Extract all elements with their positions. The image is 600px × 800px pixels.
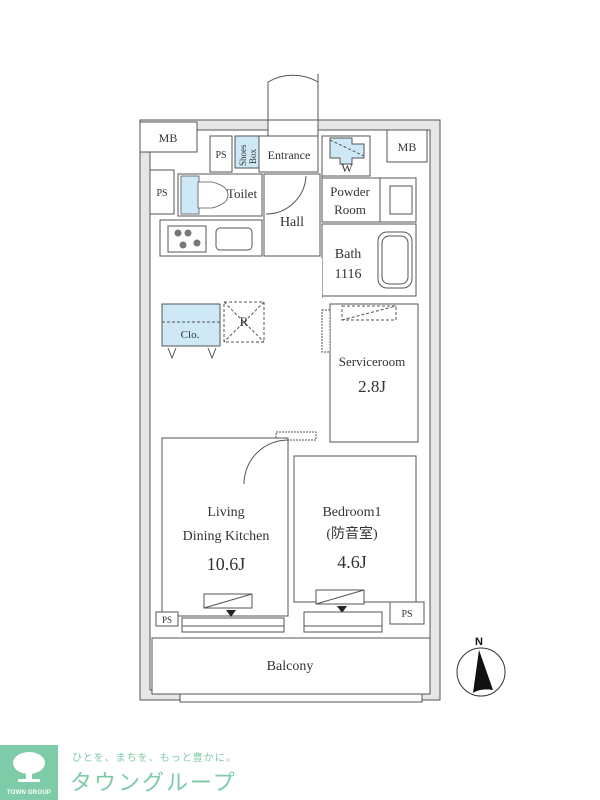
entrance-door xyxy=(267,74,319,137)
stove-burners-icon xyxy=(174,229,201,249)
toilet-label: Toilet xyxy=(227,186,258,201)
refrigerator-label: R xyxy=(240,314,249,329)
ps-bottom-right: PS xyxy=(389,601,425,625)
balcony: Balcony xyxy=(151,637,431,703)
powder-room-label-1: Powder xyxy=(330,184,370,199)
washer-space: W xyxy=(321,135,371,300)
ps-bottom-left-label: PS xyxy=(162,615,172,625)
compass-north-icon: N xyxy=(456,636,506,697)
ldk-label-1: Living xyxy=(207,505,244,520)
ps-toilet-label: PS xyxy=(156,188,167,199)
entrance: Entrance xyxy=(258,135,319,173)
closet-label: Clo. xyxy=(181,329,200,341)
windows xyxy=(181,611,383,633)
toilet-room: Toilet xyxy=(177,173,263,217)
hall: Hall xyxy=(263,173,321,303)
ps-bottom-right-label: PS xyxy=(401,609,412,620)
kitchen-counter xyxy=(159,219,263,257)
mb-left: MB xyxy=(139,121,198,153)
ps-toilet: PS xyxy=(149,169,175,215)
hall-label: Hall xyxy=(280,215,304,230)
brand-name-en: TOWN GROUP xyxy=(7,790,51,796)
shoes-box: Shoes Box xyxy=(234,135,260,169)
ps-top-label: PS xyxy=(215,150,226,161)
bath-label-2: 1116 xyxy=(335,267,362,282)
ldk-area xyxy=(160,258,322,436)
ldk-size: 10.6J xyxy=(207,554,246,574)
bedroom-label: Bedroom1 xyxy=(322,505,381,520)
bedroom-size: 4.6J xyxy=(337,552,367,572)
logo-badge: TOWN GROUP xyxy=(0,745,58,800)
serviceroom: Serviceroom 2.8J xyxy=(275,303,419,443)
brand-name-jp: タウングループ xyxy=(70,771,237,796)
tree-icon xyxy=(13,752,45,782)
mb-right-label: MB xyxy=(398,140,417,154)
refrigerator-space: R xyxy=(223,301,265,343)
washer-label: W xyxy=(341,161,353,175)
compass-label: N xyxy=(475,636,483,648)
serviceroom-size: 2.8J xyxy=(358,377,386,396)
ps-bottom-left: PS xyxy=(155,611,179,627)
bath-label-1: Bath xyxy=(335,247,361,262)
shoes-box-label-1: Shoes xyxy=(238,144,248,166)
closet: Clo. xyxy=(161,303,221,360)
floor-plan: MB MB PS Shoes Box Entrance W PS Toilet xyxy=(139,74,506,703)
serviceroom-label: Serviceroom xyxy=(339,354,405,369)
company-logo: TOWN GROUP ひとを、まちを、もっと豊かに。 タウングループ xyxy=(0,745,280,800)
bath: Bath 1116 xyxy=(321,223,417,297)
ps-top: PS xyxy=(209,135,233,173)
bedroom1: Bedroom1 (防音室) 4.6J xyxy=(293,455,417,613)
shoes-box-label-2: Box xyxy=(248,148,258,164)
balcony-label: Balcony xyxy=(267,659,314,674)
powder-room: Powder Room xyxy=(321,177,417,223)
bedroom-note: (防音室) xyxy=(326,525,378,542)
powder-room-label-2: Room xyxy=(334,202,366,217)
mb-right: MB xyxy=(386,129,428,163)
living-dining-kitchen: Living Dining Kitchen 10.6J xyxy=(161,437,289,617)
mb-left-label: MB xyxy=(159,131,178,145)
slogan: ひとを、まちを、もっと豊かに。 xyxy=(72,753,237,764)
ldk-label-2: Dining Kitchen xyxy=(183,529,270,544)
entrance-label: Entrance xyxy=(268,148,311,162)
